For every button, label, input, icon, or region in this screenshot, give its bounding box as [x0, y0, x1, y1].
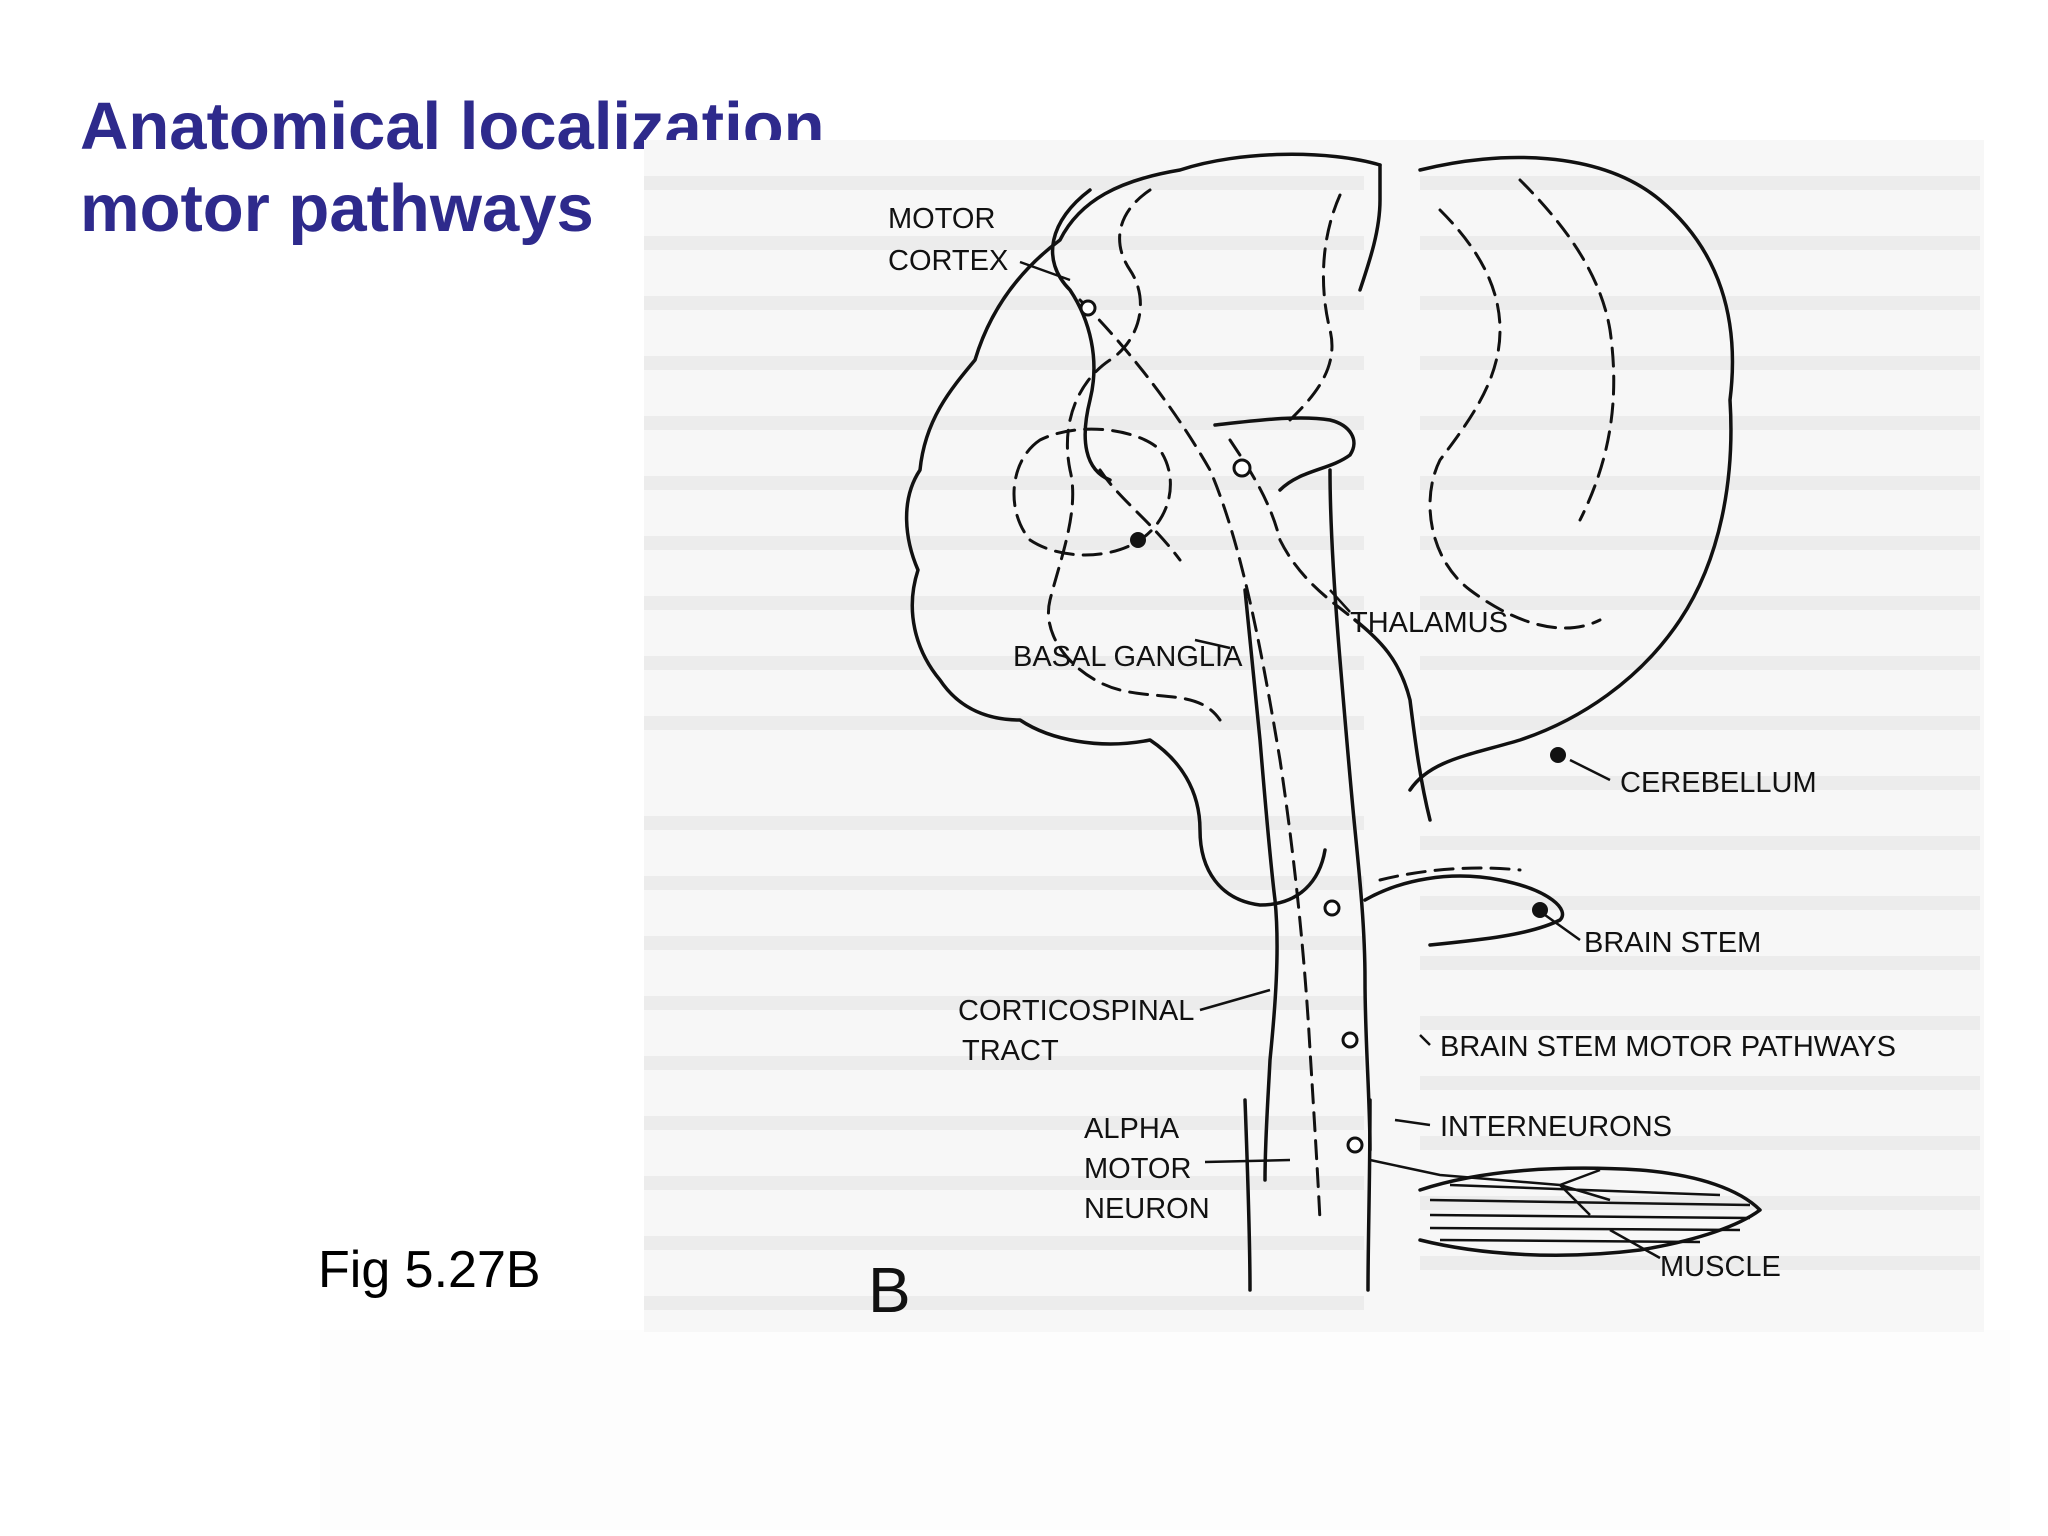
spinal-cord-right [1366, 1098, 1372, 1292]
hemisphere-inner-fold [1050, 188, 1112, 482]
cerebellum-outline [1408, 155, 1735, 792]
corticospinal-tract-path [1078, 298, 1322, 1222]
cerebral-hemisphere-outer [1358, 163, 1382, 292]
figure-caption: Fig 5.27B [318, 1241, 541, 1299]
label-muscle: MUSCLE [1660, 1251, 1781, 1283]
label-corticospinal-line1: CORTICOSPINAL [958, 995, 1194, 1027]
pons-outline [1363, 874, 1565, 947]
label-interneurons: INTERNEURONS [1440, 1111, 1672, 1143]
scan-bleed-through [644, 176, 1980, 1310]
figure-bottom-area [320, 1330, 2010, 1530]
cerebellum-node [1550, 747, 1566, 763]
brainstem-node [1532, 902, 1548, 918]
thalamus-outline [1213, 416, 1356, 492]
cerebral-hemisphere-outline [904, 152, 1382, 907]
label-alpha-line3: NEURON [1084, 1193, 1210, 1225]
basal-ganglia-node [1130, 532, 1146, 548]
muscle-fibers [1429, 1183, 1751, 1244]
label-basal-ganglia: BASAL GANGLIA [1013, 641, 1243, 673]
spinal-node-2 [1346, 1136, 1364, 1154]
cerebellum-folds-2 [1518, 178, 1616, 522]
brain-stem-right [1328, 468, 1372, 1152]
label-brain-stem: BRAIN STEM [1584, 927, 1761, 959]
slide-title: Anatomical localization motor pathways [80, 86, 825, 250]
label-brain-stem-motor: BRAIN STEM MOTOR PATHWAYS [1440, 1031, 1896, 1063]
thalamus-node [1232, 458, 1252, 478]
motor-axon-to-muscle [1369, 1158, 1611, 1216]
label-motor-cortex-line2: CORTEX [888, 245, 1008, 277]
cortex-dashed-outer [1288, 193, 1342, 422]
scanned-figure-background [644, 140, 1984, 1332]
cerebellum-folds [1428, 208, 1602, 630]
motor-cortex-node [1079, 299, 1097, 317]
panel-letter: B [868, 1254, 911, 1326]
brain-stem-left [1243, 588, 1279, 1182]
label-thalamus: THALAMUS [1350, 607, 1508, 639]
label-motor-cortex-line1: MOTOR [888, 203, 995, 235]
cortex-dashed-inner [1047, 188, 1222, 722]
cerebellar-peduncle [1353, 618, 1432, 822]
basal-ganglia-inner [1098, 468, 1182, 562]
label-cerebellum: CEREBELLUM [1620, 767, 1817, 799]
pons-node [1323, 899, 1341, 917]
muscle-outline [1418, 1166, 1762, 1257]
brainstem-dashed [1378, 866, 1522, 882]
label-corticospinal-line2: TRACT [962, 1035, 1059, 1067]
spinal-cord-left [1243, 1098, 1252, 1292]
spinal-node-1 [1341, 1031, 1359, 1049]
title-line-2: motor pathways [80, 171, 594, 246]
label-leaders [1019, 260, 1661, 1260]
label-alpha-line2: MOTOR [1084, 1153, 1191, 1185]
label-alpha-line1: ALPHA [1084, 1113, 1180, 1145]
